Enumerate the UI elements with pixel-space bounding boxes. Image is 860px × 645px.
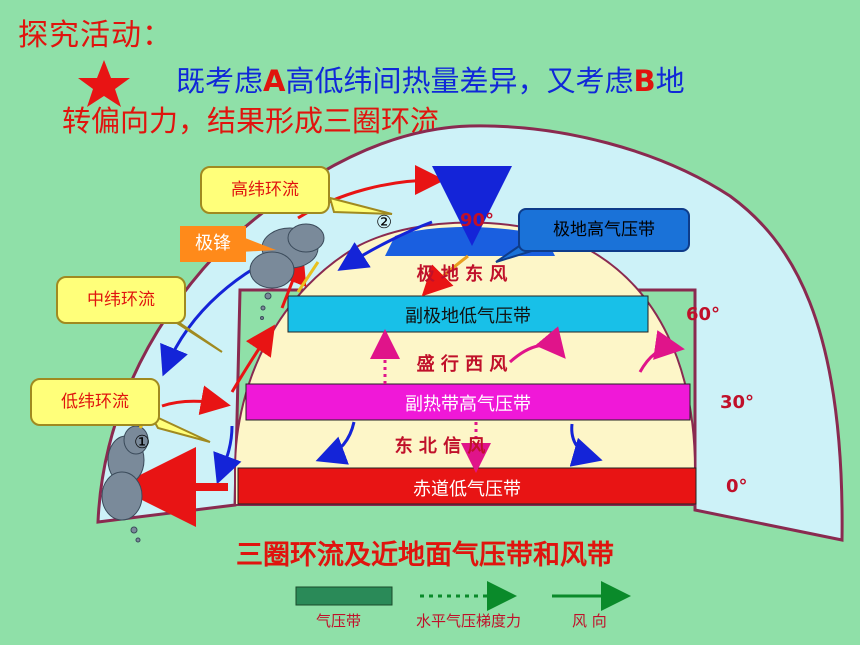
band-subpolar-low: 副极地低气压带 — [405, 306, 531, 327]
callout-polar-front: 极锋 — [180, 226, 246, 262]
westerly-arrow-right — [638, 330, 685, 373]
trade-arrow-left — [315, 421, 356, 465]
callout-low-lat: 低纬环流 — [30, 378, 160, 426]
marker-one: ① — [134, 432, 151, 453]
callout-mid-lat: 中纬环流 — [56, 276, 186, 324]
legend-pressure-belt-swatch — [295, 586, 393, 606]
callout-high-lat: 高纬环流 — [200, 166, 330, 214]
low-lat-blue-arrow — [213, 425, 242, 485]
latitude-90: 90° — [460, 210, 495, 231]
latitude-0: 0° — [726, 476, 748, 497]
intro-line-1: 既考虑A高低纬间热量差异，又考虑B地 — [176, 64, 685, 98]
slide-title: 探究活动： — [18, 18, 173, 53]
band-subtropical-high: 副热带高气压带 — [405, 394, 531, 415]
trade-arrow-right — [569, 423, 603, 467]
subtropical-high-band — [245, 383, 691, 421]
polar-easterly-arrow — [421, 254, 469, 297]
band-ne-trades: 东 北 信 风 — [394, 436, 486, 457]
polar-front-cloud — [249, 223, 325, 320]
westerly-arrow-left — [508, 326, 566, 364]
band-equatorial-low: 赤道低气压带 — [413, 479, 521, 500]
subpolar-low-band — [287, 295, 649, 333]
polar-front-rise-arrow — [278, 253, 307, 309]
legend-pressure-belt-label: 气压带 — [316, 612, 362, 630]
marker-two: ② — [376, 212, 393, 233]
callout-polar-high: 极地高气压带 — [518, 208, 690, 252]
band-westerlies: 盛 行 西 风 — [416, 354, 508, 375]
equator-cloud — [101, 425, 149, 543]
latitude-60: 60° — [686, 304, 721, 325]
star-icon — [78, 60, 130, 107]
intro-line-2: 转偏向力，结果形成三圈环流 — [62, 104, 440, 138]
latitude-30: 30° — [720, 392, 755, 413]
legend-gradient-label: 水平气压梯度力 — [416, 612, 522, 630]
mid-lat-red-arrow — [230, 324, 275, 393]
equatorial-low-band — [237, 467, 697, 505]
callout-tail-high — [328, 196, 393, 215]
high-lat-blue-arrow — [337, 220, 433, 271]
low-lat-red-arrow — [161, 385, 231, 416]
band-polar-easterlies: 极 地 东 风 — [416, 264, 508, 285]
polar-front-yellow-arrow — [296, 261, 320, 293]
callout-tail-front — [240, 236, 276, 252]
diagram-caption: 三圈环流及近地面气压带和风带 — [236, 540, 614, 571]
legend-wind-label: 风 向 — [572, 612, 607, 630]
